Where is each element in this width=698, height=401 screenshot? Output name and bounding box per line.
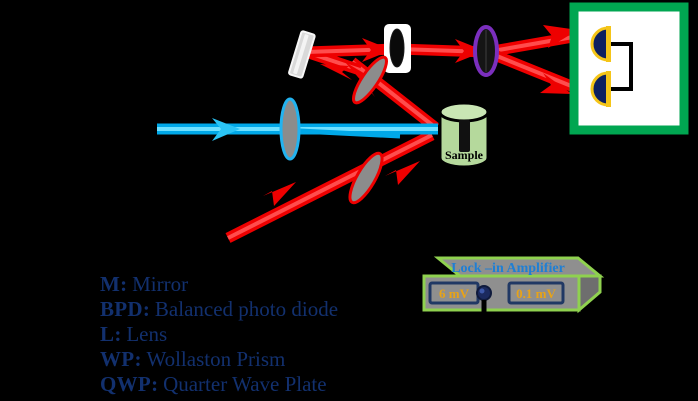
legend-sep-bpd: : — [142, 297, 150, 321]
bpd-diode-upper-bar — [606, 26, 611, 62]
probe-arrowhead-incoming — [263, 182, 296, 206]
bpd-diode-lower — [590, 71, 611, 107]
lock-in-display-right-frame[interactable] — [507, 281, 565, 305]
bpd-diode-upper-dome — [590, 26, 610, 62]
wollaston-prism-component — [473, 25, 499, 77]
lock-in-display-right-value: 0.1 mV — [516, 286, 556, 301]
mirror-highlight — [293, 34, 309, 75]
legend-abbr-wp: WP — [100, 347, 135, 371]
pump-beam-arrowhead — [212, 118, 240, 141]
probe-arrowhead-to-mirror — [320, 64, 352, 80]
legend-sep-mirror: : — [120, 272, 128, 296]
lock-in-amplifier-title: Lock –in Amplifier — [451, 261, 565, 276]
lock-in-amplifier-component: 6 mV 0.1 mV Lock –in Amplifier — [422, 233, 605, 322]
mirror-component — [288, 30, 316, 79]
bpd-wire-loop — [611, 42, 633, 91]
lens-probe-upper-component — [352, 55, 388, 105]
legend-item-bpd: BPD:Balanced photo diode — [100, 297, 520, 322]
lens-probe-upper-body — [352, 55, 388, 105]
balanced-photo-diode-component — [569, 2, 689, 135]
legend-abbr-bpd: BPD — [100, 297, 143, 321]
lock-in-input-port-highlight — [479, 288, 485, 294]
lens-pump-component — [279, 97, 301, 161]
quarter-wave-plate-component — [384, 24, 411, 73]
legend-item-qwp: QWP:Quarter Wave Plate — [100, 372, 520, 397]
probe-arrowhead-to-qwp — [362, 38, 392, 62]
probe-beam-incoming-lower-core — [227, 133, 433, 240]
legend-sep-qwp: : — [151, 372, 159, 396]
sample-slot — [459, 120, 470, 152]
legend-item-lens: L:Lens — [100, 322, 520, 347]
lens-probe-lower-body — [348, 151, 384, 205]
probe-arrowhead-split-upper — [543, 25, 578, 48]
sample-component: Sample — [438, 101, 490, 169]
legend-abbr-mirror: M — [100, 272, 121, 296]
legend-abbr-qwp: QWP — [100, 372, 152, 396]
legend-desc-qwp: Quarter Wave Plate — [163, 372, 327, 396]
lock-in-display-left-value: 6 mV — [439, 286, 470, 301]
lens-probe-lower-component — [348, 151, 384, 205]
sample-cylinder-top — [438, 101, 490, 123]
lock-in-side-face — [577, 274, 602, 314]
lock-in-top-cable — [500, 233, 519, 248]
legend-sep-lens: : — [114, 322, 122, 346]
lens-pump-body — [279, 97, 301, 161]
legend-block: M:Mirror BPD:Balanced photo diode L:Lens… — [100, 272, 520, 397]
legend-desc-mirror: Mirror — [132, 272, 189, 296]
legend-item-wp: WP:Wollaston Prism — [100, 347, 520, 372]
legend-item-mirror: M:Mirror — [100, 272, 520, 297]
qwp-optic — [389, 28, 405, 68]
legend-desc-bpd: Balanced photo diode — [154, 297, 339, 321]
bpd-diode-lower-bar — [606, 71, 611, 107]
probe-arrowhead-split-lower — [540, 73, 572, 94]
legend-abbr-lens: L — [100, 322, 115, 346]
sample-label: Sample — [445, 148, 484, 162]
bpd-enclosure — [569, 2, 689, 135]
legend-sep-wp: : — [134, 347, 142, 371]
probe-arrowhead-near-sample — [385, 161, 420, 185]
pump-beam-diverged — [299, 128, 401, 139]
legend-desc-lens: Lens — [126, 322, 168, 346]
bpd-diode-upper — [590, 26, 611, 62]
probe-arrowhead-before-wp — [455, 39, 485, 63]
legend-desc-wp: Wollaston Prism — [146, 347, 286, 371]
bpd-diode-lower-dome — [590, 71, 610, 107]
